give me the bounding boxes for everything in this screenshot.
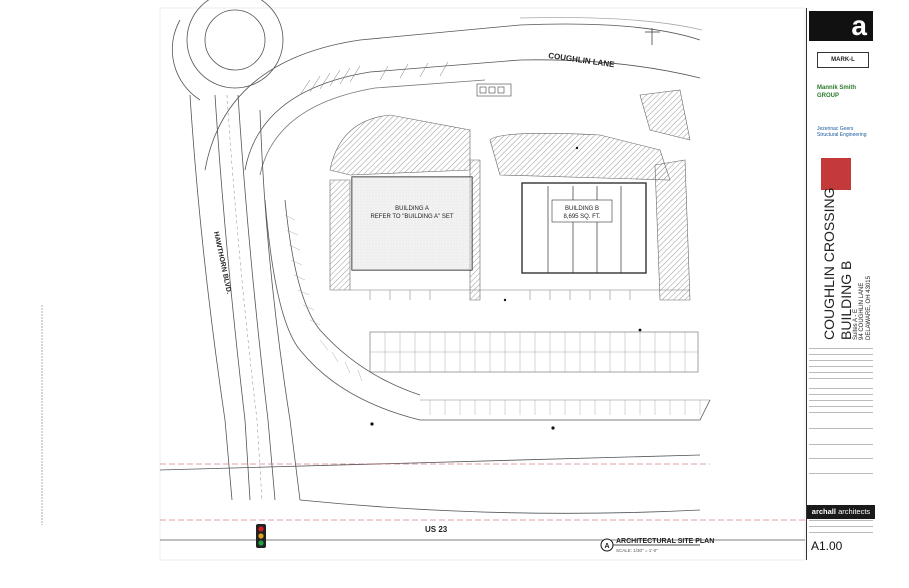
consultant-3-label: Jezerinac Geers Structural Engineering	[817, 126, 867, 138]
plan-marker-letter: A	[604, 543, 609, 550]
firm-name-bar: archall architects	[807, 505, 875, 519]
property-line	[160, 463, 805, 521]
us23-road	[159, 454, 805, 541]
dumpster-enclosure	[476, 83, 512, 97]
parking-stalls-upper	[350, 289, 690, 300]
consultant-logo-3: Jezerinac Geers Structural Engineering	[817, 126, 867, 148]
coughlin-lane-road	[204, 17, 703, 176]
plan-scale: SCALE: 1/30" = 1'-0"	[616, 548, 658, 553]
plan-title: ARCHITECTURAL SITE PLAN	[616, 538, 714, 545]
project-name-1: COUGHLIN CROSSING	[821, 187, 837, 340]
firm-logo: a	[809, 11, 873, 41]
utility-pole	[645, 28, 660, 45]
building-b-label-2: 8,695 SQ. FT.	[563, 214, 600, 220]
project-address-1: 94 COUGHLIN LANE	[859, 282, 865, 340]
landscape-islands	[329, 89, 691, 301]
street-label-south: US 23	[425, 525, 448, 534]
hawthorn-blvd-road	[189, 94, 301, 501]
project-title-area: COUGHLIN CROSSING BUILDING B Suites A - …	[811, 188, 872, 343]
parking-stalls-lower	[420, 399, 710, 415]
building-b	[521, 182, 647, 274]
building-b-label-1: BUILDING B	[565, 206, 599, 212]
title-block: a MARK-L Mannik Smith GROUP Jezerinac Ge…	[806, 8, 875, 560]
street-label-north: COUGHLIN LANE	[548, 51, 616, 69]
traffic-signal-icon	[256, 524, 266, 548]
consultant-2-label: Mannik Smith GROUP	[817, 85, 857, 99]
sheet-number: A1.00	[811, 539, 843, 553]
building-a-label-1: BUILDING A	[395, 206, 429, 212]
project-name-2: BUILDING B	[838, 260, 854, 340]
west-parking-stripes	[284, 214, 363, 382]
firm-name: archall	[811, 507, 836, 516]
side-file-note	[41, 305, 43, 525]
consultant-logo-4	[821, 158, 851, 190]
building-a	[351, 176, 473, 271]
street-label-west: HAWTHORN BLVD.	[212, 231, 232, 295]
consultant-logo-2: Mannik Smith GROUP	[817, 84, 867, 110]
west-lot-edge	[264, 199, 711, 421]
project-address-2: DELAWARE, OH 43015	[866, 276, 872, 340]
building-a-label-2: REFER TO "BUILDING A" SET	[370, 214, 453, 220]
light-poles	[370, 146, 642, 430]
parking-bay-middle	[369, 331, 699, 373]
roundabout	[171, 0, 284, 101]
hawthorn-center-dash	[226, 94, 263, 501]
parking-stripes-middle	[384, 332, 686, 372]
consultant-logo-1: MARK-L	[817, 52, 869, 74]
plan-title-marker	[600, 538, 700, 552]
firm-suffix: architects	[838, 507, 871, 516]
consultant-1-label: MARK-L	[817, 52, 869, 68]
coughlin-lane-parking-stripes	[299, 61, 449, 96]
